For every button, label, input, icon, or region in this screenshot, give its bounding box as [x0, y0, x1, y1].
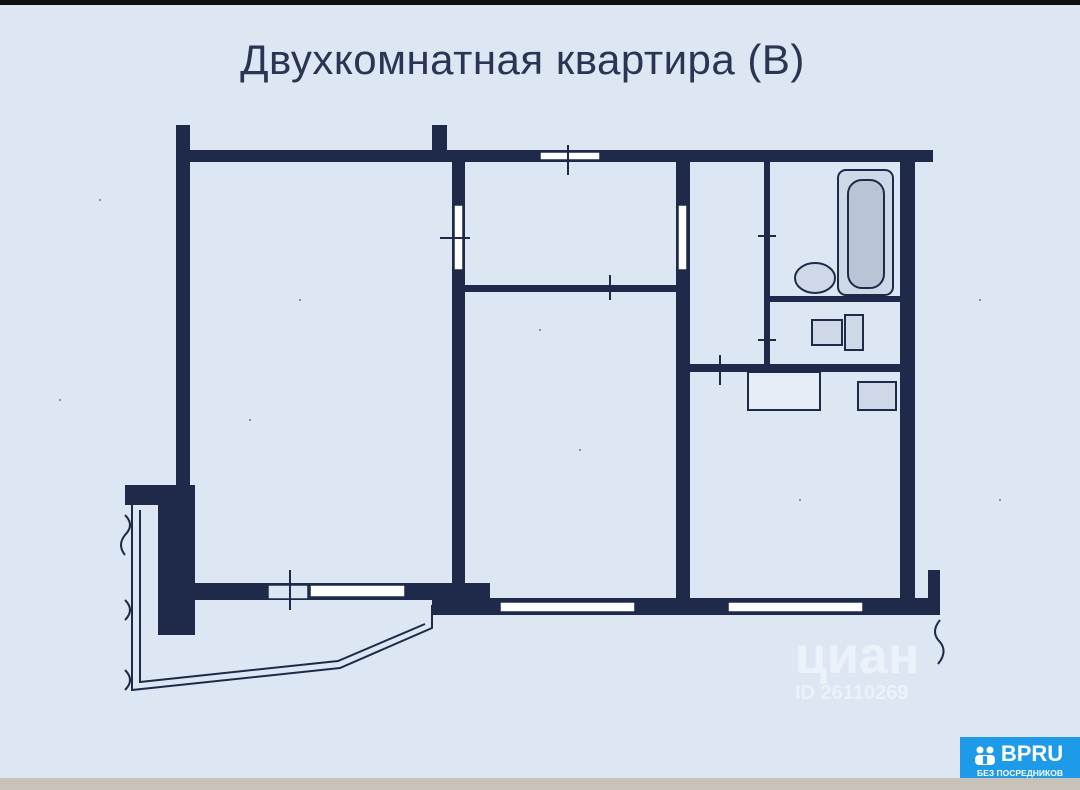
kitchen-top-wall	[690, 364, 900, 372]
right-wall	[900, 160, 915, 600]
watermark-id: ID 26110269	[795, 682, 909, 704]
bath-toilet-wall	[770, 296, 900, 302]
watermark-logo: циан	[795, 627, 920, 685]
left-wall-thick	[158, 485, 195, 635]
fixtures	[747, 169, 897, 411]
bathroom-wall	[764, 150, 770, 370]
stove	[857, 381, 897, 411]
toilet	[811, 319, 843, 346]
balcony	[120, 505, 945, 692]
speckle-texture	[59, 199, 1001, 501]
cian-watermark: циан ID 26110269	[795, 630, 919, 705]
right-stub	[928, 570, 940, 615]
balcony-side-wall	[125, 485, 165, 505]
left-wall	[176, 125, 190, 590]
sink	[794, 262, 836, 294]
corridor-wall	[465, 285, 676, 292]
people-icon	[975, 746, 995, 765]
badge-name: BPRU	[1000, 741, 1064, 766]
kitchen-counter	[747, 371, 821, 411]
plan-title: Двухкомнатная квартира (В)	[240, 36, 805, 83]
door-marks	[289, 145, 776, 610]
bottom-edge	[0, 778, 1080, 790]
top-edge	[0, 0, 1080, 5]
badge-subtitle: БЕЗ ПОСРЕДНИКОВ	[977, 768, 1063, 778]
pillar	[432, 125, 447, 160]
